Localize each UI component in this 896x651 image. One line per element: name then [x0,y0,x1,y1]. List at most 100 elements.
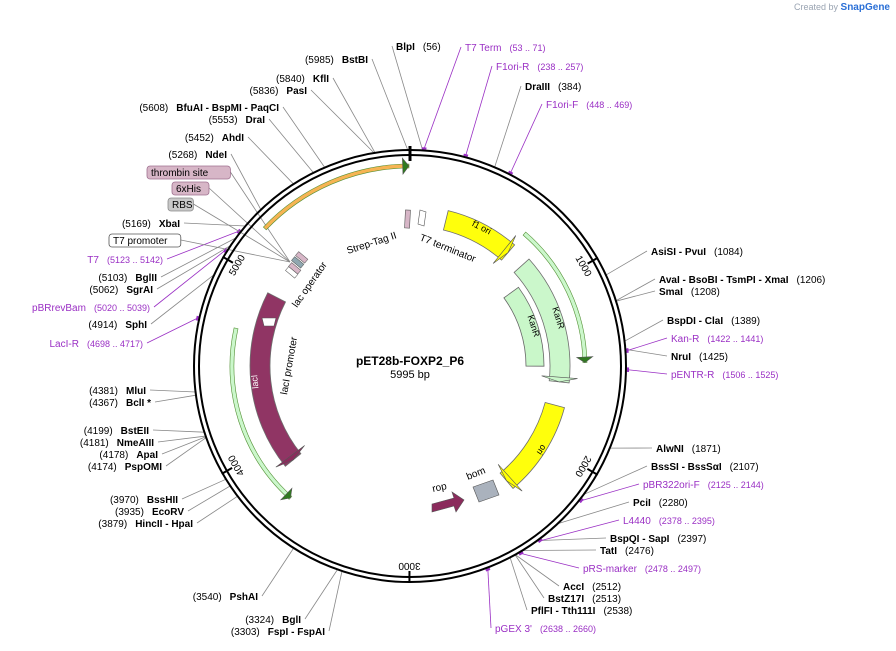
enzyme-pos: (5169) [122,219,151,230]
feature-laci[interactable]: lacI [249,292,305,468]
primer-label[interactable]: pGEX 3'(2638 .. 2660) [495,624,596,635]
site-label[interactable]: (4914)SphI [88,320,147,331]
feature-kanprom[interactable] [522,231,594,363]
leader-line [371,58,409,151]
site-label[interactable]: (4367) BclI * [89,398,151,409]
site-label[interactable]: (5103)BglII [98,273,157,284]
site-label[interactable]: (5836)PasI [250,86,308,97]
primer-label[interactable]: F1ori-R(238 .. 257) [496,62,583,73]
enzyme-pos: (2513) [592,594,621,605]
primer-range: (1422 .. 1441) [707,334,763,344]
site-label[interactable]: (3303)FspI - FspAI [231,627,325,638]
feature-tag-thrombin[interactable]: thrombin site [146,165,231,180]
site-label[interactable]: (5452)AhdI [185,133,244,144]
enzyme-name: BfuAI - BspMI - PaqCI [176,103,279,114]
primer-mark [518,551,524,556]
feature-kanr-inner[interactable]: KanR [503,286,545,367]
site-label[interactable]: (4174)PspOMI [88,462,162,473]
site-label[interactable]: (5608)BfuAI - BspMI - PaqCI [139,103,279,114]
site-label[interactable]: NruI(1425) [671,352,728,363]
primer-label[interactable]: pENTR-R(1506 .. 1525) [671,370,778,381]
site-label[interactable]: AlwNI(1871) [656,444,721,455]
primer-name: T7 Term [465,43,502,54]
site-label[interactable]: (5062)SgrAI [89,285,153,296]
site-label[interactable]: BlpI(56) [396,42,441,53]
site-label[interactable]: (3935)EcoRV [115,507,184,518]
site-label[interactable]: (5268)NdeI [168,150,227,161]
enzyme-pos: (4367) [89,398,118,409]
site-label[interactable]: PciI(2280) [633,498,688,509]
enzyme-name: BclI * [126,398,151,409]
feature-kanr_feat[interactable]: KanR [513,258,578,384]
site-label[interactable]: (5169)XbaI [122,219,180,230]
feature-tag-t7promoter[interactable]: T7 promoter [108,233,182,248]
enzyme-name: BlpI [396,42,415,53]
site-label[interactable]: (5985)BstBI [305,55,368,66]
site-label[interactable]: (3540)PshAI [193,592,258,603]
site-label[interactable]: (4199)BstEII [84,426,149,437]
site-label[interactable]: (4181)NmeAIII [80,438,154,449]
site-label[interactable]: DraIII(384) [525,82,581,93]
enzyme-pos: (5840) [276,74,305,85]
site-label[interactable]: (3879)HincII - HpaI [98,519,193,530]
leader-line [332,77,376,154]
primer-label[interactable]: T7 Term(53 .. 71) [465,43,546,54]
enzyme-name: PasI [286,86,307,97]
site-label[interactable]: AvaI - BsoBI - TsmPI - XmaI(1206) [659,275,825,286]
site-label[interactable]: SmaI(1208) [659,287,720,298]
site-label[interactable]: (3324)BglI [245,615,301,626]
primer-label[interactable]: Kan-R(1422 .. 1441) [671,334,763,345]
enzyme-name: NruI [671,352,691,363]
feature-tag-6xhis[interactable]: 6xHis [171,181,210,196]
site-label[interactable]: (5553)DraI [209,115,266,126]
feature-lacigreen[interactable] [229,327,293,501]
site-label[interactable]: TatI(2476) [600,546,654,557]
leader-line [521,553,580,569]
leader-line [282,106,326,168]
site-label[interactable]: AccI(2512) [563,582,621,593]
leader-line [465,65,493,156]
enzyme-name: FspI - FspAI [268,627,325,638]
primer-label[interactable]: L4440(2378 .. 2395) [623,516,715,527]
primer-label[interactable]: F1ori-F(448 .. 469) [546,100,632,111]
site-label[interactable]: PflFI - Tth111I(2538) [531,606,632,617]
feature-foxp2[interactable] [262,157,410,231]
primer-label[interactable]: T7(5123 .. 5142) [87,255,163,266]
site-label[interactable]: (4178)ApaI [99,450,158,461]
enzyme-name: BstZ17I [548,594,584,605]
snapgene-logo: SnapGene [840,2,890,13]
primer-range: (1506 .. 1525) [722,370,778,380]
leader-line [605,250,648,276]
laci-promoter-box [261,317,277,327]
tick-label: 3000 [398,560,421,571]
enzyme-name: BspQI - SapI [610,534,670,545]
site-label[interactable]: BstZ17I (2513) [548,594,621,605]
primer-label[interactable]: pBR322ori-F(2125 .. 2144) [643,480,764,491]
leader-line [624,319,664,342]
leader-line [261,547,295,597]
enzyme-name: BspDI - ClaI [667,316,723,327]
leader-line [230,153,262,210]
leader-line [423,46,462,149]
enzyme-name: AhdI [222,133,244,144]
enzyme-pos: (1208) [691,287,720,298]
leader-line [268,118,314,174]
site-label[interactable]: (4381)MluI [89,386,146,397]
leader-line [181,478,227,500]
primer-label[interactable]: LacI-R(4698 .. 4717) [50,339,144,350]
primer-label[interactable]: pBRrevBam(5020 .. 5039) [32,303,150,314]
site-label[interactable]: BspDI - ClaI(1389) [667,316,760,327]
enzyme-pos: (3879) [98,519,127,530]
tick-5000 [222,255,234,264]
feature-ori[interactable]: ori [497,401,565,492]
primer-range: (2378 .. 2395) [659,516,715,526]
site-label[interactable]: BspQI - SapI(2397) [610,534,706,545]
feature-tag-rbs[interactable]: RBS [167,197,194,212]
site-label[interactable]: (5840)KflI [276,74,329,85]
enzyme-name: BglI [282,615,301,626]
site-label[interactable]: BssSI - BssSαI(2107) [651,462,759,473]
site-label[interactable]: AsiSI - PvuI(1084) [651,247,743,258]
primer-name: pBRrevBam [32,303,86,314]
primer-label[interactable]: pRS-marker(2478 .. 2497) [583,564,701,575]
site-label[interactable]: (3970)BssHII [110,495,178,506]
